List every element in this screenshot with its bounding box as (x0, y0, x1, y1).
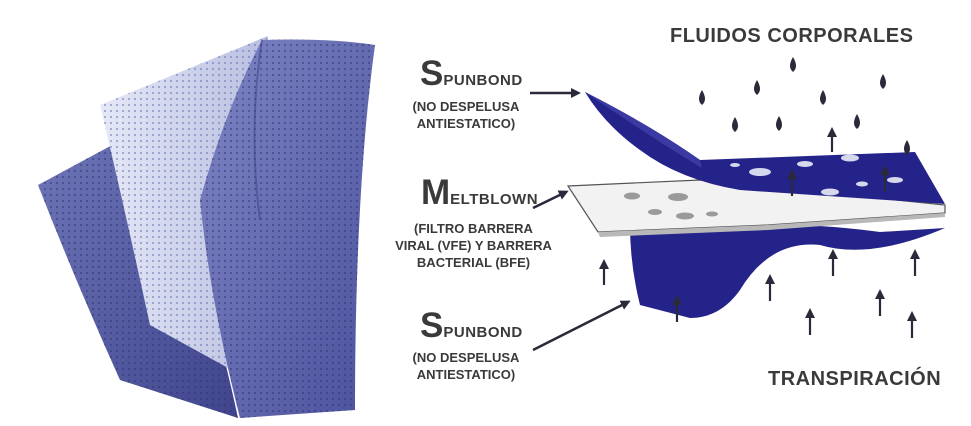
layer-name-rest: PUNBOND (443, 324, 522, 341)
layer-name-rest: PUNBOND (443, 72, 522, 89)
droplet-icon (754, 80, 760, 95)
layer-desc-spunbond-top: (NO DESPELUSA ANTIESTATICO) (411, 98, 521, 132)
droplet-icon (854, 114, 860, 129)
droplet-icon (880, 74, 886, 89)
layer-initial: S (420, 54, 443, 93)
pointer-spunbond-bottom (533, 302, 628, 350)
layer-label-spunbond-top: SPUNBOND (420, 56, 523, 91)
desc-line: VIRAL (VFE) Y BARRERA (386, 237, 561, 254)
layer-label-spunbond-bottom: SPUNBOND (420, 308, 523, 343)
desc-line: ANTIESTATICO) (411, 115, 521, 132)
layer-desc-spunbond-bottom: (NO DESPELUSA ANTIESTATICO) (411, 349, 521, 383)
top-title: FLUIDOS CORPORALES (670, 25, 913, 48)
fluid-droplets (699, 57, 910, 155)
desc-line: BACTERIAL (BFE) (386, 254, 561, 271)
layer-diagram (568, 92, 945, 318)
desc-line: (NO DESPELUSA (411, 349, 521, 366)
desc-line: (NO DESPELUSA (411, 98, 521, 115)
droplet-icon (699, 90, 705, 105)
desc-line: ANTIESTATICO) (411, 366, 521, 383)
layer-desc-meltblown: (FILTRO BARRERA VIRAL (VFE) Y BARRERA BA… (386, 220, 561, 271)
droplet-icon (820, 90, 826, 105)
layer-initial: M (421, 173, 450, 212)
layer-label-meltblown: MELTBLOWN (421, 175, 538, 210)
droplet-icon (776, 116, 782, 131)
droplet-icon (790, 57, 796, 72)
bottom-title: TRANSPIRACIÓN (768, 368, 941, 391)
fabric-sample-image (38, 36, 375, 418)
droplet-icon (732, 117, 738, 132)
layer-initial: S (420, 306, 443, 345)
layer-name-rest: ELTBLOWN (450, 191, 538, 208)
desc-line: (FILTRO BARRERA (386, 220, 561, 237)
